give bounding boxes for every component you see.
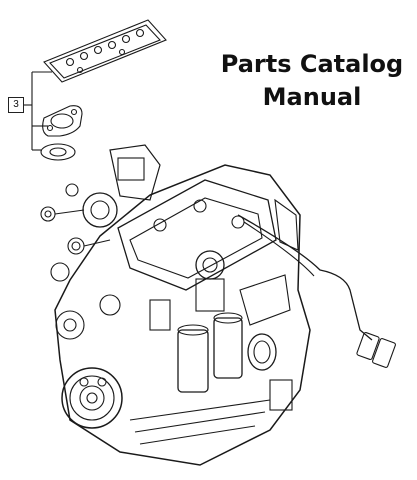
engine-illustration-icon — [40, 144, 396, 466]
page-title: Parts Catalog Manual — [212, 48, 412, 114]
callout-leaders — [24, 71, 52, 151]
exhaust-gasket-icon — [43, 19, 167, 83]
page-title-line-2: Manual — [262, 83, 362, 111]
page-title-line-1: Parts Catalog — [220, 50, 404, 78]
callout-number-box: 3 — [8, 97, 24, 113]
round-gasket-icon — [40, 143, 76, 161]
flange-gasket-icon — [42, 105, 83, 137]
